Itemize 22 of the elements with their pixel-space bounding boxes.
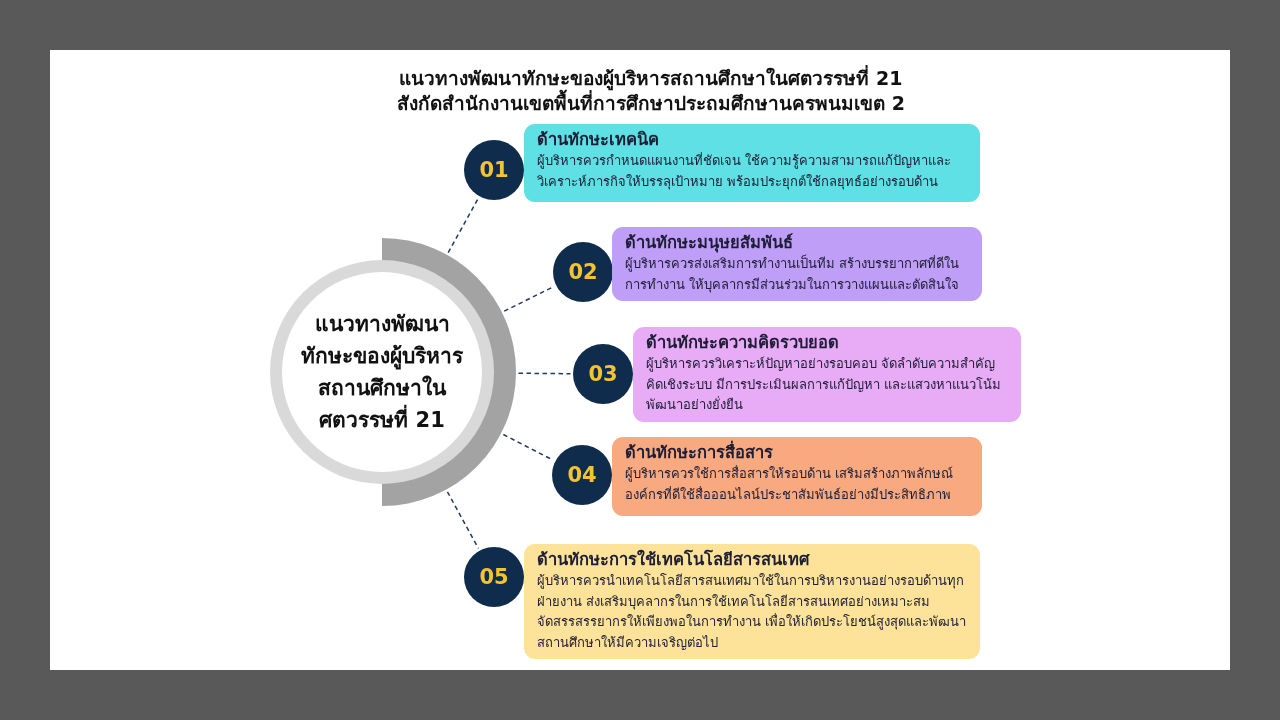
dashed-connector	[503, 285, 555, 312]
card-heading: ด้านทักษะเทคนิค	[537, 129, 660, 151]
card-heading: ด้านทักษะการใช้เทคโนโลยีสารสนเทศ	[537, 549, 811, 571]
card-description: ผู้บริหารควรใช้การสื่อสารให้รอบด้าน เสริมสร้างภาพลักษณ์องค์กรที่ดีใช้สื่อออนไลน์ประชาสัมพันธ์อย่างมีประสิทธิภาพ	[625, 464, 955, 504]
card-heading: ด้านทักษะมนุษยสัมพันธ์	[625, 232, 794, 254]
skill-card	[612, 437, 982, 516]
hub-title: แนวทางพัฒนาทักษะของผู้บริหารสถานศึกษาในศตวรรษที่ 21	[300, 311, 464, 434]
skill-card	[612, 227, 982, 301]
card-description: ผู้บริหารควรส่งเสริมการทำงานเป็นทีม สร้างบรรยากาศที่ดีในการทำงาน ให้บุคลากรมีส่วนร่วมในการวางแผนและตัดสินใจ	[625, 254, 961, 295]
skill-card	[524, 544, 980, 659]
card-description: ผู้บริหารควรนำเทคโนโลยีสารสนเทศมาใช้ในการบริหารงานอย่างรอบด้านทุกฝ่ายงาน ส่งเสริมบุคลากรในการใช้เทคโนโลยีสารสนเทศอย่างเหมาะสม จัดสรรสรรยากรให้เพียงพอในการทำงาน เพื่อให้เกิดประโยชน์สูงสุดและพัฒนาสถานศึกษาให้มีความเจริญต่อไป	[537, 572, 968, 652]
title: แนวทางพัฒนาทักษะของผู้บริหารสถานศึกษาในศตวรรษที่ 21	[399, 66, 904, 90]
subtitle: สังกัดสำนักงานเขตพื้นที่การศึกษาประถมศึกษานครพนมเขต 2	[300, 91, 1002, 115]
card-description: ผู้บริหารควรกำหนดแผนงานที่ชัดเจน ใช้ความรู้ความสามารถแก้ปัญหาและวิเคราะห์ภารกิจให้บรรลุเป้าหมาย พร้อมประยุกต์ใช้กลยุทธ์อย่างรอบด้าน	[537, 151, 953, 192]
skill-card	[633, 327, 1021, 422]
dashed-connector	[447, 197, 479, 254]
card-heading: ด้านทักษะความคิดรวบยอด	[646, 332, 840, 354]
dashed-connector	[517, 372, 572, 375]
card-heading: ด้านทักษะการสื่อสาร	[625, 442, 972, 464]
skill-card	[524, 124, 980, 202]
hub-circle	[270, 238, 516, 506]
card-description: ผู้บริหารควรวิเคราะห์ปัญหาอย่างรอบคอบ จัดลำดับความสำคัญ คิดเชิงระบบ มีการประเมินผลการแก้ปัญหา และแสวงหาแนวโน้มพัฒนาอย่างยั่งยืน	[646, 355, 1003, 414]
